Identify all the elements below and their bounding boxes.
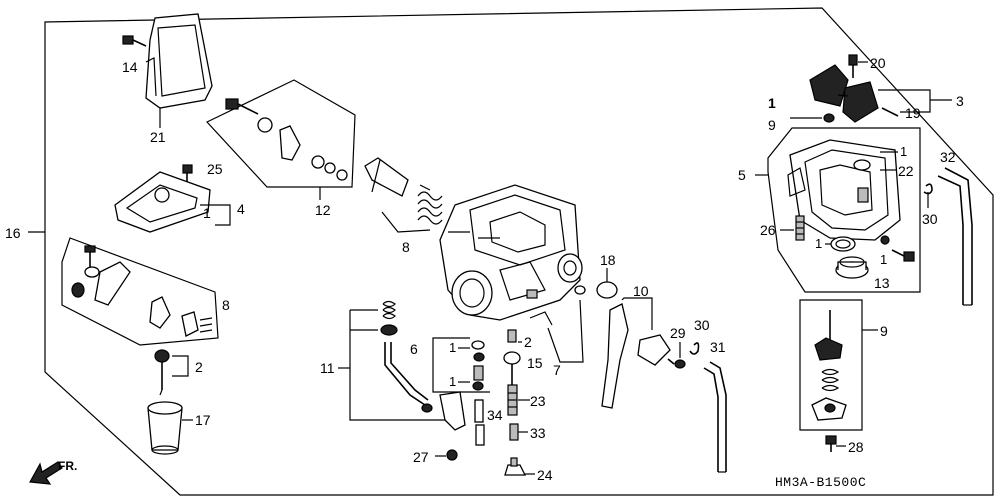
callout-22: 22 (898, 163, 914, 179)
callout-1-jet-a: 1 (449, 340, 456, 355)
callout-6: 6 (410, 341, 418, 357)
part-tube-31[interactable] (703, 361, 727, 473)
callout-4: 4 (237, 201, 245, 217)
group-outline-8-left (61, 237, 219, 346)
callout-3: 3 (956, 93, 964, 109)
part-screw-28[interactable] (825, 435, 837, 452)
part-needle-2[interactable] (154, 349, 170, 396)
callout-10: 10 (633, 283, 649, 299)
part-valve-set-9[interactable] (811, 310, 847, 421)
part-choke-set-12[interactable] (225, 98, 348, 200)
part-screw-20[interactable] (848, 54, 858, 78)
part-screw-27[interactable] (435, 449, 458, 461)
callout-13: 13 (874, 275, 890, 291)
callout-30-mid: 30 (694, 317, 710, 333)
part-pin-19[interactable] (881, 107, 899, 117)
diagram-frame (44, 7, 994, 496)
callout-23: 23 (530, 393, 546, 409)
callout-1-cover-set: 1 (203, 205, 211, 221)
callout-1-oring: 1 (815, 236, 822, 251)
callout-8-left: 8 (222, 297, 230, 313)
fr-direction-arrow: FR. (29, 459, 77, 485)
part-spring-26[interactable] (795, 215, 805, 241)
part-cover-21[interactable] (145, 13, 213, 128)
callout-19: 19 (905, 105, 921, 121)
callout-29: 29 (670, 325, 686, 341)
part-cap-18[interactable] (596, 268, 618, 299)
group-outline-12 (206, 79, 356, 188)
leader-7 (547, 299, 584, 363)
callout-9-top: 9 (768, 117, 776, 133)
callout-1-jet-b: 1 (449, 374, 456, 389)
part-valve-9-top[interactable] (823, 113, 835, 123)
part-jet-2-mid[interactable] (507, 329, 517, 343)
callout-2-mid: 2 (524, 334, 532, 350)
callout-27: 27 (413, 449, 429, 465)
callout-5: 5 (738, 167, 746, 183)
part-screw-14[interactable] (122, 35, 147, 47)
callout-1-float-chamber-top: 1 (900, 144, 907, 159)
part-jet-set-6[interactable] (471, 340, 485, 423)
callout-14: 14 (122, 59, 138, 75)
part-drain-24[interactable] (504, 457, 527, 476)
callout-32: 32 (940, 149, 956, 165)
diagram-code: HM3A-B1500C (775, 475, 866, 490)
callout-12: 12 (315, 202, 331, 218)
leader-4 (200, 204, 231, 226)
callout-21: 21 (150, 129, 166, 145)
callout-15: 15 (527, 355, 543, 371)
part-tube-32[interactable] (937, 167, 973, 306)
callout-8-mid: 8 (402, 239, 410, 255)
part-washer-right[interactable] (880, 235, 890, 245)
part-oring[interactable] (830, 236, 856, 252)
callout-33: 33 (530, 425, 546, 441)
part-plug-7[interactable] (574, 285, 586, 295)
group-outline-5 (767, 127, 921, 293)
callout-1-float-chamber-left: 1 (768, 95, 776, 111)
callout-24: 24 (537, 467, 553, 483)
part-needle-jet-23[interactable] (507, 364, 518, 416)
callout-1-washer-right: 1 (880, 252, 887, 267)
part-clip-30-right[interactable] (923, 183, 933, 195)
callout-9-right: 9 (880, 323, 888, 339)
callout-11: 11 (320, 360, 335, 376)
part-clip-30-mid[interactable] (689, 342, 700, 355)
part-float-3[interactable] (809, 64, 879, 123)
callout-16: 16 (5, 225, 21, 241)
part-link-10[interactable] (601, 297, 671, 409)
callout-2-needle: 2 (195, 359, 203, 375)
part-spring-11[interactable] (350, 300, 398, 336)
callout-26: 26 (760, 222, 776, 238)
leader-3 (878, 89, 931, 113)
callout-31: 31 (710, 339, 726, 355)
part-cable-11[interactable] (384, 342, 466, 431)
part-jet-34[interactable] (475, 424, 485, 446)
leader-2 (172, 355, 189, 377)
direction-label: FR. (58, 459, 77, 473)
callout-28: 28 (848, 439, 864, 455)
callout-34: 34 (487, 407, 503, 423)
callout-18: 18 (600, 252, 616, 268)
callout-20: 20 (870, 55, 886, 71)
group-outline-9 (799, 299, 863, 431)
part-jet-33[interactable] (509, 423, 519, 441)
callout-30-right: 30 (922, 211, 938, 227)
leader-6 (432, 337, 490, 393)
part-washer-15[interactable] (503, 351, 521, 365)
part-carburetor-body[interactable] (439, 184, 583, 326)
part-screw-29[interactable] (667, 358, 686, 369)
callout-7: 7 (553, 362, 561, 378)
callout-17: 17 (195, 412, 211, 428)
part-throttle-link-8[interactable] (71, 245, 213, 337)
part-collar-17[interactable] (147, 401, 183, 455)
part-seat-13[interactable] (835, 256, 869, 279)
part-cover-4[interactable] (114, 171, 211, 233)
part-spring-8[interactable] (364, 157, 443, 233)
callout-25: 25 (207, 161, 223, 177)
part-screw-right[interactable] (891, 249, 915, 262)
part-float-chamber[interactable] (787, 139, 901, 241)
